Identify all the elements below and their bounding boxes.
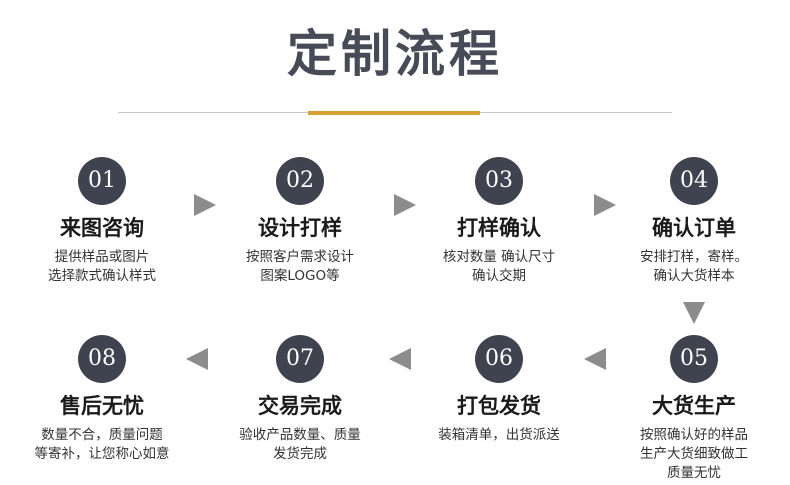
step-number-badge: 05 xyxy=(670,335,718,383)
step-description: 按照确认好的样品 生产大货细致做工 质量无忧 xyxy=(640,427,748,481)
arrow-down-icon xyxy=(683,302,705,324)
step-description: 核对数量 确认尺寸 确认交期 xyxy=(442,249,556,284)
step-03: 03 打样确认 核对数量 确认尺寸 确认交期 xyxy=(409,157,589,286)
step-01: 01 来图咨询 提供样品或图片 选择款式确认样式 xyxy=(12,157,192,286)
step-description: 装箱清单，出货派送 xyxy=(438,427,560,443)
arrow-left-icon xyxy=(584,348,606,370)
step-07: 07 交易完成 验收产品数量、质量 发货完成 xyxy=(210,335,390,464)
step-title: 打样确认 xyxy=(457,216,541,240)
step-title: 来图咨询 xyxy=(60,216,144,240)
step-description: 数量不合，质量问题 等寄补，让您称心如意 xyxy=(34,427,170,462)
step-title: 售后无忧 xyxy=(60,394,144,418)
page-title: 定制流程 xyxy=(287,25,503,83)
title-accent-bar xyxy=(308,111,480,115)
step-description: 验收产品数量、质量 发货完成 xyxy=(239,427,361,462)
step-number-badge: 03 xyxy=(475,157,523,205)
step-06: 06 打包发货 装箱清单，出货派送 xyxy=(409,335,589,445)
arrow-left-icon xyxy=(186,348,208,370)
step-title: 确认订单 xyxy=(652,216,736,240)
step-number-badge: 06 xyxy=(475,335,523,383)
arrow-right-icon xyxy=(394,194,416,216)
step-number-badge: 01 xyxy=(78,157,126,205)
step-02: 02 设计打样 按照客户需求设计 图案LOGO等 xyxy=(210,157,390,286)
step-number-badge: 08 xyxy=(78,335,126,383)
step-04: 04 确认订单 安排打样，寄样。 确认大货样本 xyxy=(604,157,784,286)
step-title: 交易完成 xyxy=(258,394,342,418)
step-title: 设计打样 xyxy=(258,216,342,240)
step-08: 08 售后无忧 数量不合，质量问题 等寄补，让您称心如意 xyxy=(12,335,192,464)
step-title: 打包发货 xyxy=(457,394,541,418)
step-title: 大货生产 xyxy=(652,394,736,418)
step-number-badge: 04 xyxy=(670,157,718,205)
arrow-left-icon xyxy=(389,348,411,370)
arrow-right-icon xyxy=(594,194,616,216)
step-number-badge: 07 xyxy=(276,335,324,383)
step-description: 安排打样，寄样。 确认大货样本 xyxy=(640,249,748,284)
step-description: 提供样品或图片 选择款式确认样式 xyxy=(48,249,156,284)
step-05: 05 大货生产 按照确认好的样品 生产大货细致做工 质量无忧 xyxy=(604,335,784,483)
arrow-right-icon xyxy=(194,194,216,216)
step-description: 按照客户需求设计 图案LOGO等 xyxy=(246,249,354,284)
step-number-badge: 02 xyxy=(276,157,324,205)
